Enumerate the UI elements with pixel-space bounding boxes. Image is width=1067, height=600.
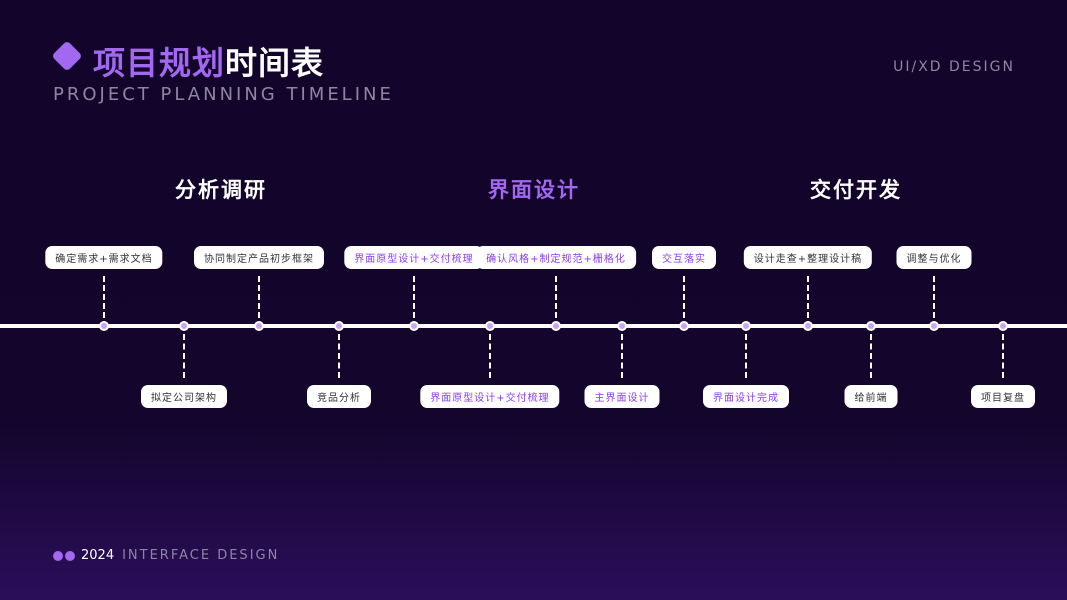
timeline-node [741, 321, 751, 331]
milestone-label: 确认风格+制定规范+栅格化 [476, 246, 636, 269]
milestone-label: 设计走查+整理设计稿 [743, 246, 873, 269]
dashed-connector [870, 334, 872, 378]
timeline-node [254, 321, 264, 331]
milestone-label: 主界面设计 [584, 385, 660, 408]
milestone-label: 给前端 [844, 385, 898, 408]
dashed-connector [933, 276, 935, 318]
dashed-connector [1002, 334, 1004, 378]
milestone-label: 调整与优化 [896, 246, 972, 269]
timeline-node [803, 321, 813, 331]
timeline-node [409, 321, 419, 331]
timeline-node [179, 321, 189, 331]
phase-analysis: 分析调研 [175, 178, 267, 202]
milestone-label: 界面原型设计+交付梳理 [420, 385, 560, 408]
timeline-node [334, 321, 344, 331]
brand-label: UI/XD DESIGN [893, 59, 1015, 75]
dashed-connector [413, 276, 415, 318]
milestone-label: 交互落实 [652, 246, 716, 269]
timeline-axis [0, 324, 1067, 328]
timeline-node [617, 321, 627, 331]
milestone-label: 协同制定产品初步框架 [194, 246, 324, 269]
dashed-connector [338, 334, 340, 378]
dashed-connector [555, 276, 557, 318]
timeline-node [998, 321, 1008, 331]
dashed-connector [183, 334, 185, 378]
dashed-connector [621, 334, 623, 378]
phase-design: 界面设计 [488, 178, 580, 202]
diamond-icon [51, 40, 83, 72]
milestone-label: 界面原型设计+交付梳理 [344, 246, 484, 269]
phase-delivery: 交付开发 [810, 178, 902, 202]
milestone-label: 竞品分析 [307, 385, 371, 408]
timeline-node [866, 321, 876, 331]
dashed-connector [807, 276, 809, 318]
dashed-connector [683, 276, 685, 318]
footer-year: 2024 [81, 548, 115, 563]
dot-icon [65, 550, 75, 561]
dashed-connector [103, 276, 105, 318]
page-subtitle: PROJECT PLANNING TIMELINE [53, 84, 394, 105]
milestone-label: 项目复盘 [971, 385, 1035, 408]
timeline-node [929, 321, 939, 331]
timeline-node [99, 321, 109, 331]
milestone-label: 拟定公司架构 [141, 385, 227, 408]
dashed-connector [745, 334, 747, 378]
footer-text: INTERFACE DESIGN [122, 548, 280, 563]
dashed-connector [258, 276, 260, 318]
dot-icon [53, 550, 63, 561]
milestone-label: 确定需求+需求文档 [45, 246, 163, 269]
page-title: 项目规划时间表 [93, 38, 324, 84]
timeline-node [679, 321, 689, 331]
milestone-label: 界面设计完成 [703, 385, 789, 408]
title-highlight: 项目规划 [93, 44, 226, 82]
dashed-connector [489, 334, 491, 378]
footer: 2024 INTERFACE DESIGN [53, 548, 279, 563]
timeline-node [485, 321, 495, 331]
timeline-node [551, 321, 561, 331]
title-rest: 时间表 [225, 44, 325, 82]
